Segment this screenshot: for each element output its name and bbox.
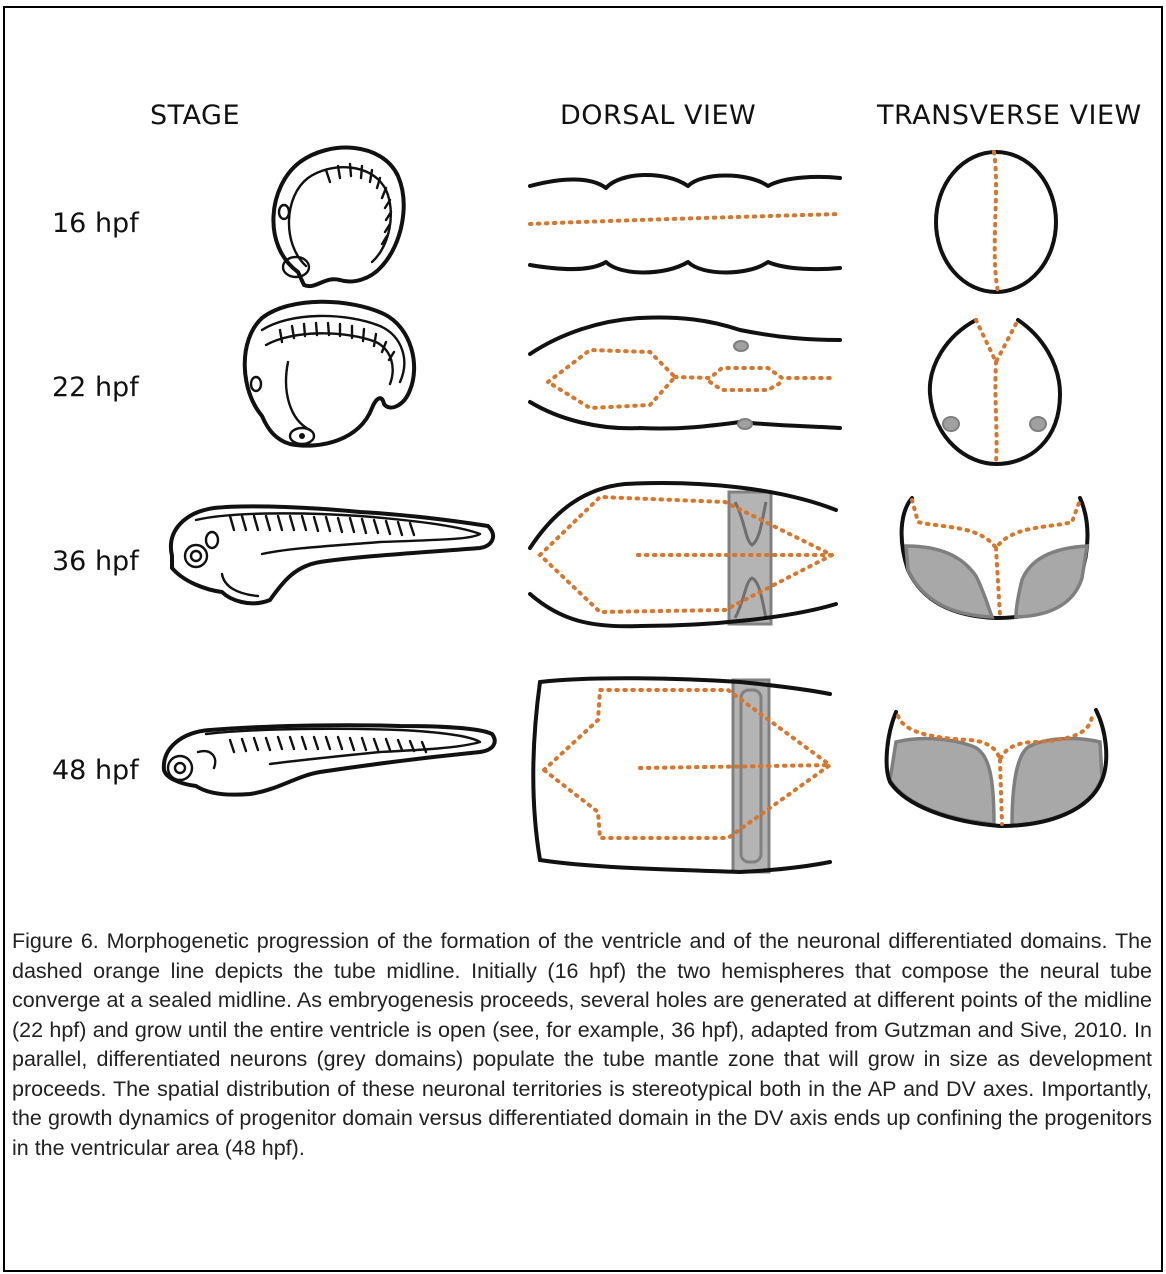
figure-caption: Figure 6. Morphogenetic progression of t… xyxy=(12,927,1152,1163)
dorsal-view-22hpf xyxy=(530,318,840,430)
embryo-48hpf xyxy=(164,725,495,795)
dorsal-view-48hpf xyxy=(533,678,830,872)
transverse-view-36hpf xyxy=(902,498,1088,618)
embryo-16hpf xyxy=(273,148,403,287)
transverse-view-16hpf xyxy=(936,152,1056,292)
embryo-22hpf xyxy=(245,302,414,446)
transverse-view-48hpf xyxy=(887,710,1107,826)
morphogenesis-diagram xyxy=(0,0,1166,920)
dorsal-view-36hpf xyxy=(530,483,836,626)
embryo-36hpf xyxy=(171,506,493,603)
transverse-view-22hpf xyxy=(930,320,1060,464)
dorsal-view-16hpf xyxy=(530,175,840,273)
